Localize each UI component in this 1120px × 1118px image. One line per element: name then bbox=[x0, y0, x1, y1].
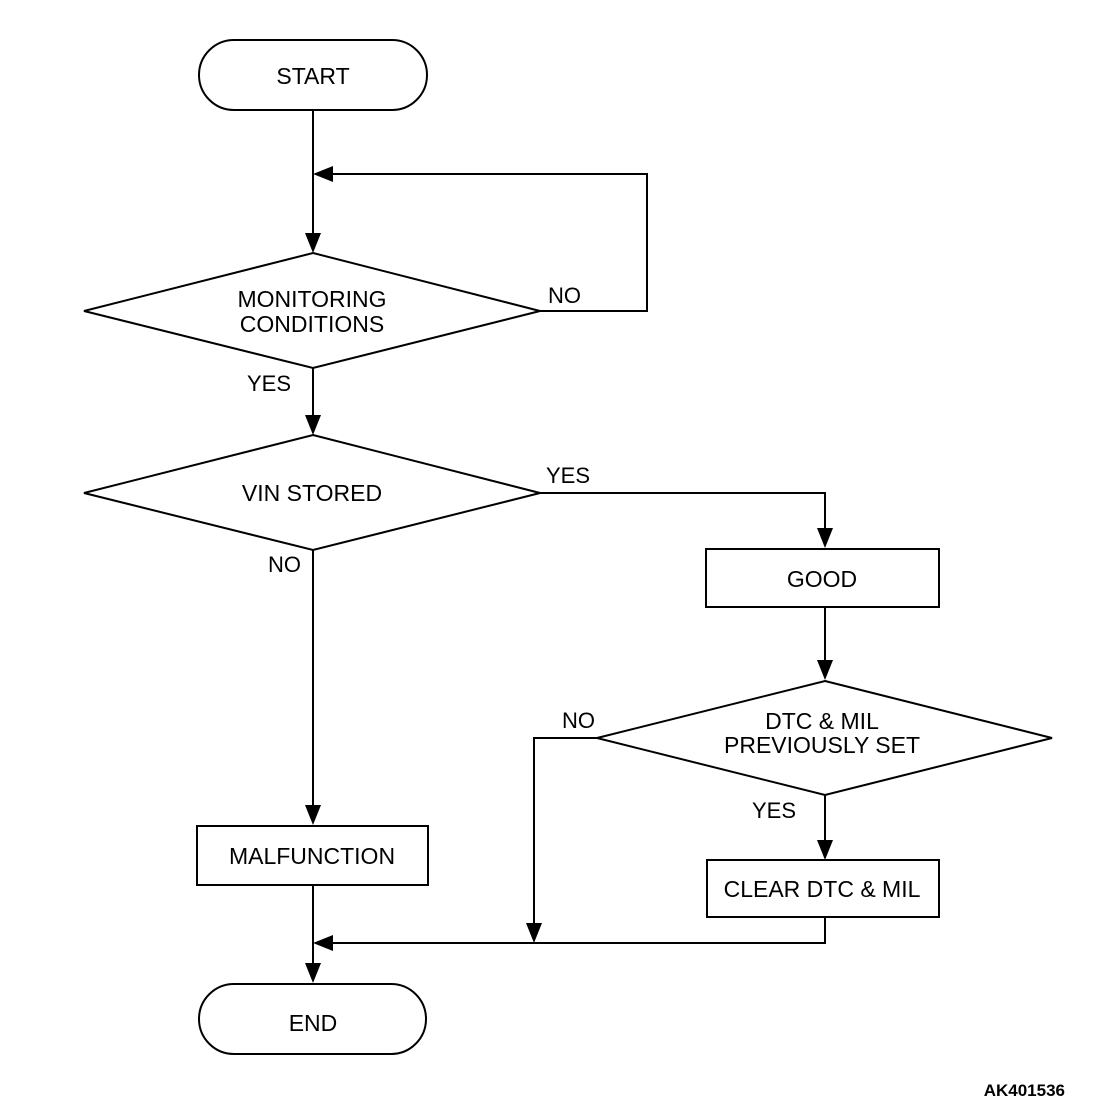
monitoring-decision bbox=[83, 251, 541, 370]
vin-no-label: NO bbox=[268, 552, 301, 577]
connector-monitoring-no-loop bbox=[330, 173, 648, 312]
figure-id: AK401536 bbox=[984, 1081, 1065, 1100]
arrowhead-monitoring bbox=[305, 233, 321, 253]
monitoring-yes-label: YES bbox=[247, 371, 291, 396]
monitoring-no-label: NO bbox=[548, 283, 581, 308]
connector-clear-to-merge bbox=[330, 917, 826, 944]
start-label: START bbox=[276, 63, 349, 89]
monitoring-label-line2: CONDITIONS bbox=[240, 311, 384, 337]
dtc-label-line1: DTC & MIL bbox=[765, 708, 879, 734]
arrowhead-vin bbox=[305, 415, 321, 435]
malfunction-box bbox=[196, 825, 429, 886]
arrowhead-loop-return bbox=[313, 166, 333, 182]
dtc-no-label: NO bbox=[562, 708, 595, 733]
arrowhead-dtc-no bbox=[526, 923, 542, 943]
end-terminal bbox=[198, 983, 427, 1055]
vin-stored-label: VIN STORED bbox=[242, 480, 382, 506]
vin-stored-decision bbox=[83, 433, 541, 552]
arrowhead-merge bbox=[313, 935, 333, 951]
arrowhead-clear bbox=[817, 840, 833, 860]
arrowhead-malfunction bbox=[305, 805, 321, 825]
good-label: GOOD bbox=[787, 566, 857, 592]
dtc-label-line2: PREVIOUSLY SET bbox=[724, 732, 920, 758]
monitoring-label-line1: MONITORING bbox=[237, 286, 386, 312]
good-box bbox=[705, 548, 940, 608]
dtc-previously-set-decision bbox=[596, 679, 1053, 797]
vin-yes-label: YES bbox=[546, 463, 590, 488]
malfunction-label: MALFUNCTION bbox=[229, 843, 395, 869]
connector-vin-yes-to-good bbox=[540, 492, 826, 530]
clear-dtc-label: CLEAR DTC & MIL bbox=[724, 876, 921, 902]
arrowhead-dtc bbox=[817, 660, 833, 680]
start-terminal bbox=[198, 39, 428, 111]
connector-dtc-no bbox=[533, 737, 597, 926]
dtc-yes-label: YES bbox=[752, 798, 796, 823]
end-label: END bbox=[289, 1010, 338, 1036]
arrowhead-good bbox=[817, 528, 833, 548]
arrowhead-end bbox=[305, 963, 321, 983]
clear-dtc-box bbox=[706, 859, 940, 918]
